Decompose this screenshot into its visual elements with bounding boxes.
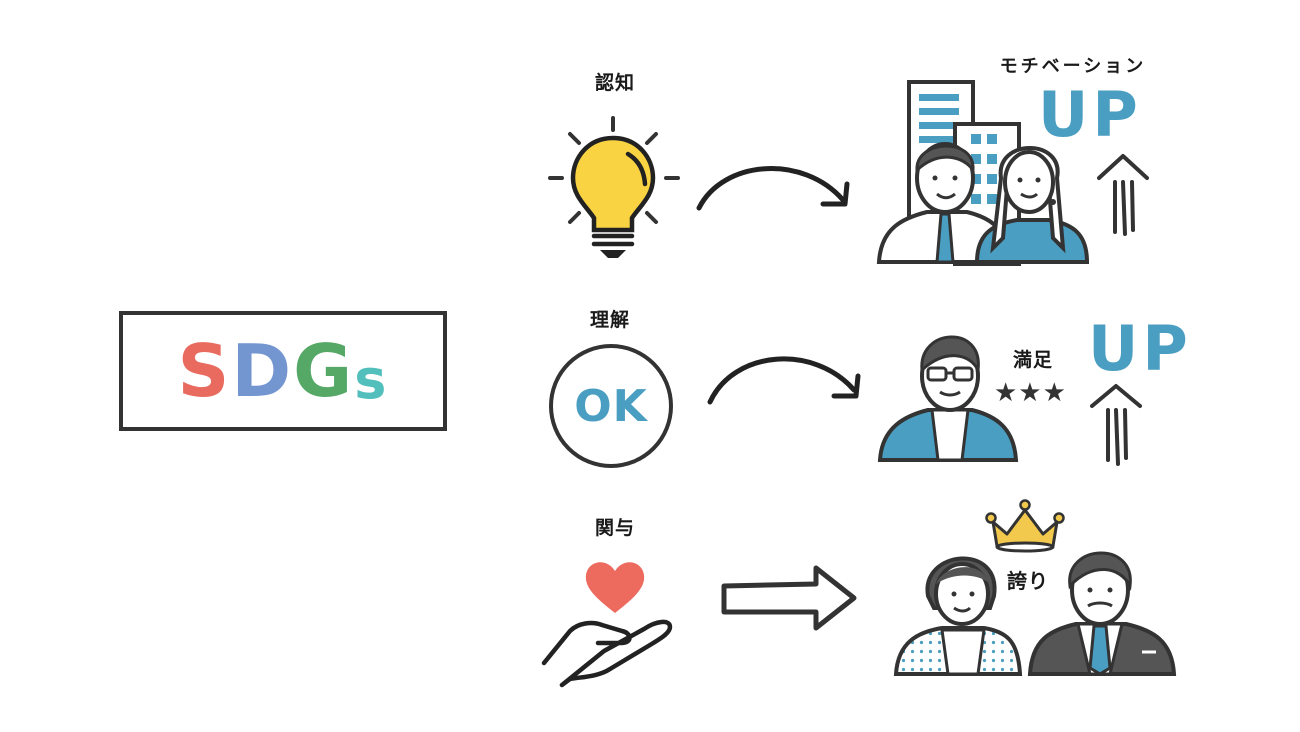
sdgs-box: S D G s: [119, 311, 447, 431]
satisfied-businessman-icon: [877, 335, 1019, 462]
curved-arrow-icon-2[interactable]: [704, 350, 864, 410]
crown-icon: [985, 499, 1065, 553]
business-people-building-icon: [876, 80, 1090, 266]
caption-satisfaction: 満足: [1012, 349, 1053, 371]
caption-motivation: モチベーション: [999, 56, 1147, 77]
sdgs-letter-s: S: [177, 329, 232, 413]
heart-in-hand-icon: [541, 562, 673, 688]
sdgs-wordmark: S D G s: [178, 335, 389, 407]
proud-people-crown-icon: [893, 551, 1177, 676]
caption-pride: 誇り: [1007, 569, 1049, 593]
sdgs-letter-d: D: [231, 329, 294, 413]
stage-label-understanding: 理解: [589, 309, 630, 331]
lightbulb-icon: [548, 116, 680, 258]
ok-text: OK: [574, 380, 648, 432]
curved-arrow-icon-1[interactable]: [693, 160, 853, 220]
up-badge-satisfaction: UP: [1088, 312, 1192, 385]
up-arrow-icon-1: [1097, 154, 1149, 236]
sdgs-letter-s-small: s: [354, 348, 389, 411]
up-arrow-icon-2: [1090, 384, 1142, 466]
stage-label-engagement: 関与: [594, 517, 635, 539]
up-badge-motivation: UP: [1038, 78, 1142, 151]
rating-stars: ★★★: [994, 378, 1067, 408]
block-arrow-icon[interactable]: [718, 562, 863, 637]
stage-label-awareness: 認知: [594, 72, 635, 94]
sdgs-letter-g: G: [293, 329, 355, 413]
ok-circle-icon: OK: [549, 344, 673, 468]
